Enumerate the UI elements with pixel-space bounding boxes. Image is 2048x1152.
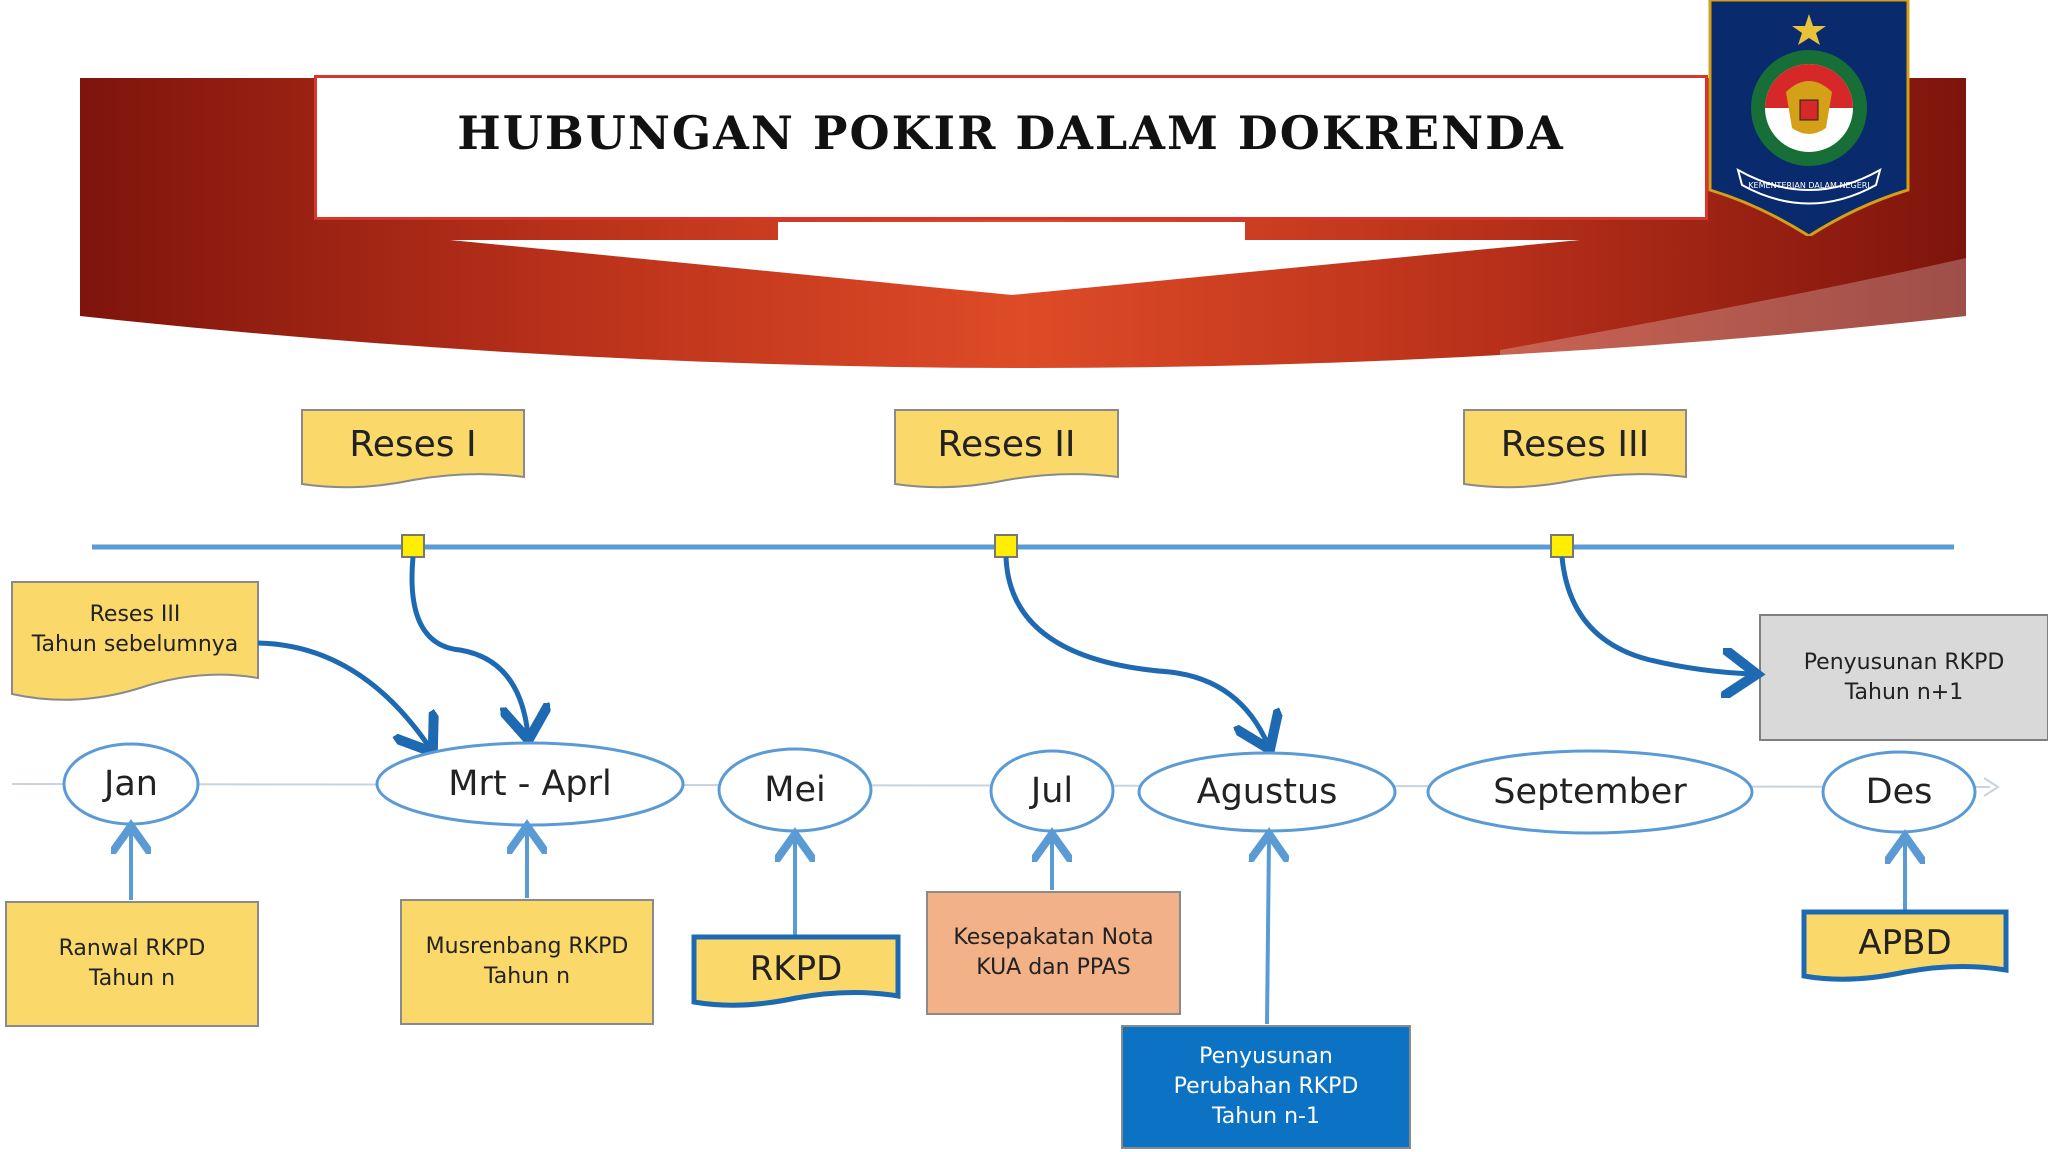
note-reses-prev-shape [11,581,259,701]
note-reses-prev: Reses III Tahun sebelumnya [31,602,239,657]
month-september: September [1493,772,1687,812]
reses-3-label: Reses III [1500,423,1650,465]
box-apbd-shape [1801,909,2009,982]
box-rkpd: RKPD [749,949,843,989]
box-penyusunan-next-shape [1759,614,2048,741]
reses-2-label: Reses II [937,423,1076,465]
reses-1-label: Reses I [349,423,477,465]
reses-notes [301,409,1687,489]
month-mei: Mei [764,770,826,810]
month-agustus: Agustus [1196,772,1338,812]
box-rkpd-shape [691,934,901,1008]
logo-caption: KEMENTERIAN DALAM NEGERI [1748,181,1869,190]
box-musrenbang-rkpd: Musrenbang RKPD Tahun n [425,934,629,989]
month-mrt-aprl: Mrt - Aprl [448,764,612,804]
up-arrows [131,830,1905,1025]
box-penyusunan-perubahan-rkpd: Penyusunan Perubahan RKPD Tahun n-1 [1173,1044,1359,1129]
garuda-emblem-icon: KEMENTERIAN DALAM NEGERI [1708,0,1910,236]
page-title: HUBUNGAN POKIR DALAM DOKRENDA [457,105,1565,160]
flow-arrows [257,556,1752,748]
box-ranwal-rkpd: Ranwal RKPD Tahun n [58,936,206,991]
box-penyusunan-rkpd-next: Penyusunan RKPD Tahun n+1 [1803,649,2005,705]
box-perubahan-shape [1121,1025,1411,1149]
month-axis-arrow-icon [1983,777,2000,797]
box-kesepakatan-kua-ppas: Kesepakatan Nota KUA dan PPAS [953,925,1154,980]
box-kesepakatan-shape [926,891,1181,1015]
box-musrenbang-shape [400,899,654,1025]
month-ellipses [62,741,1977,835]
month-jan: Jan [104,764,158,804]
month-jul: Jul [1030,771,1074,811]
title-box: HUBUNGAN POKIR DALAM DOKRENDA [314,75,1708,220]
month-des: Des [1865,772,1933,812]
box-ranwal-shape [5,901,259,1027]
box-apbd: APBD [1858,923,1952,963]
